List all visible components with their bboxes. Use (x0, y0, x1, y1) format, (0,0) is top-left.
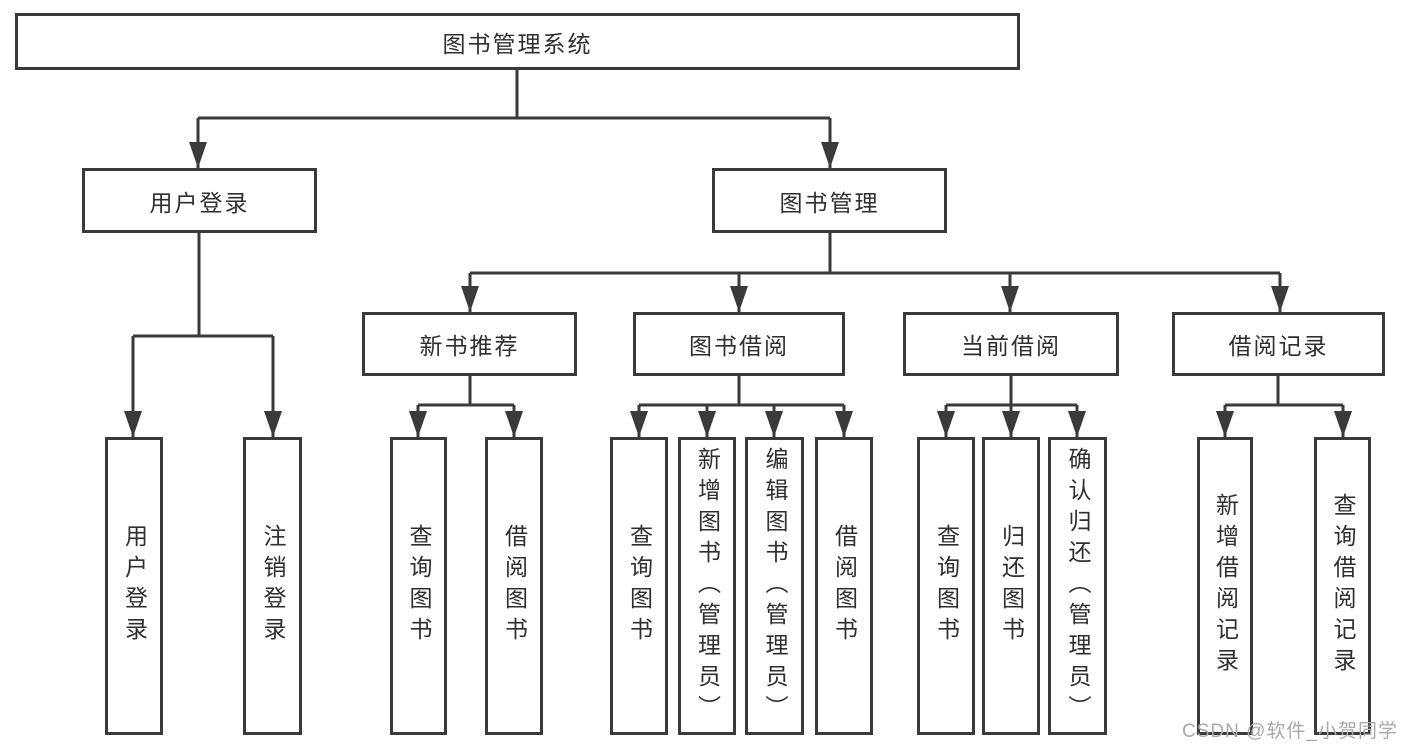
leaf-query-borrowing-record: 查询借阅记录 (1314, 437, 1371, 735)
leaf-query-books-current: 查询图书 (917, 437, 975, 735)
node-book-management: 图书管理 (712, 168, 947, 233)
connector-book-borrowing-trunk (639, 376, 844, 407)
leaf-edit-books-admin: 编辑图书（管理员） (745, 437, 804, 735)
connector-current-borrowing-trunk (946, 376, 1077, 407)
connector-book-management-trunk (470, 233, 1280, 275)
node-new-book-recommendation: 新书推荐 (362, 312, 577, 376)
connector-root-trunk (198, 70, 830, 120)
leaf-return-books: 归还图书 (982, 437, 1040, 735)
connector-borrowing-records-trunk (1225, 376, 1343, 407)
leaf-user-login: 用户登录 (105, 437, 163, 735)
leaf-logout: 注销登录 (243, 437, 302, 735)
leaf-add-books-admin: 新增图书（管理员） (678, 437, 736, 735)
node-book-borrowing: 图书借阅 (633, 312, 845, 376)
leaf-borrow-books-borrowing: 借阅图书 (815, 437, 873, 735)
connector-user-login-trunk (133, 233, 273, 338)
leaf-query-books-borrowing: 查询图书 (610, 437, 668, 735)
node-borrowing-records: 借阅记录 (1172, 312, 1385, 376)
leaf-query-books-recommendation: 查询图书 (390, 437, 447, 735)
leaf-borrow-books-recommendation: 借阅图书 (485, 437, 543, 735)
leaf-confirm-return-admin: 确认归还（管理员） (1048, 437, 1107, 735)
connector-new-book-rec-trunk (418, 376, 514, 407)
node-current-borrowing: 当前借阅 (903, 312, 1119, 376)
node-user-login: 用户登录 (82, 168, 317, 233)
leaf-add-borrowing-record: 新增借阅记录 (1197, 437, 1253, 735)
csdn-watermark: CSDN @软件_小贺同学 (1182, 721, 1398, 742)
node-library-management-system: 图书管理系统 (15, 13, 1020, 70)
